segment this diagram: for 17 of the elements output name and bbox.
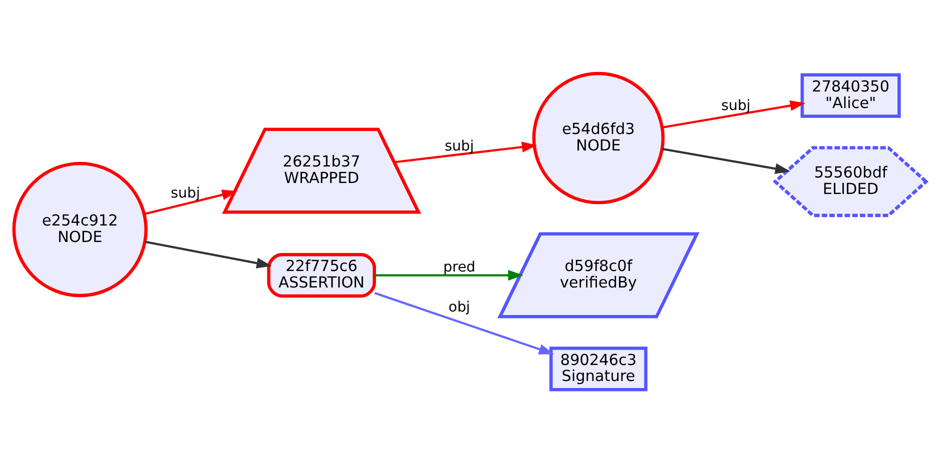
edge-label: pred	[442, 259, 475, 276]
node-box: 22f775c6 ASSERTION	[266, 252, 376, 298]
arrow	[144, 240, 272, 268]
node-box: 27840350 "Alice"	[800, 73, 900, 118]
edge-label: subj	[720, 98, 750, 114]
node-circle: e54d6fd3 NODE	[532, 72, 664, 204]
arrow	[394, 142, 537, 164]
node-circle: e254c912 NODE	[12, 162, 148, 298]
arrow	[144, 190, 237, 215]
edge-label: obj	[448, 300, 470, 316]
edge-label: subj	[170, 185, 200, 202]
arrow	[374, 292, 554, 354]
arrow	[374, 270, 523, 281]
edge-label: subj	[444, 138, 474, 154]
arrow	[662, 148, 790, 174]
node-box: 890246c3 Signature	[548, 346, 647, 392]
arrow	[662, 100, 805, 128]
